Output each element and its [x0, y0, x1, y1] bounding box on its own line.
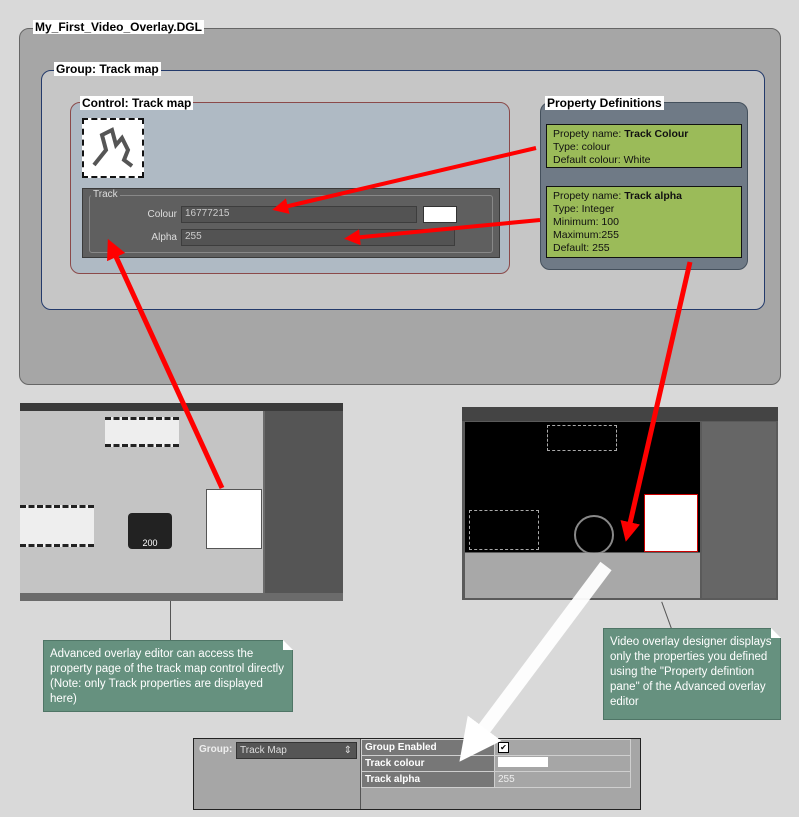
group-label: Group:	[199, 744, 233, 755]
video-camera-thumbnail	[20, 505, 94, 547]
speedometer-thumbnail	[574, 515, 614, 555]
table-row: Track colour	[361, 755, 631, 772]
track-colour-swatch[interactable]	[494, 755, 631, 772]
property-name: Group Enabled	[361, 739, 495, 756]
name-prefix: Propety name:	[553, 128, 625, 140]
group-enabled-checkbox[interactable]: ✔	[494, 739, 631, 756]
alpha-label: Alpha	[151, 232, 177, 243]
track-colour-definition: Propety name: Track Colour Type: colour …	[546, 124, 742, 168]
advanced-editor-screenshot: 200	[20, 403, 343, 601]
updown-icon: ⇕	[343, 745, 352, 756]
name-prefix: Propety name:	[553, 190, 625, 202]
video-designer-screenshot	[462, 407, 778, 600]
callout-line	[661, 601, 672, 629]
property-type: Type: colour	[553, 141, 611, 153]
advanced-editor-note: Advanced overlay editor can access the p…	[43, 640, 293, 712]
property-maximum: Maximum:255	[553, 229, 619, 241]
colour-label: Colour	[147, 209, 177, 220]
fieldset-label: Track	[91, 189, 120, 200]
table-row: Group Enabled✔	[361, 739, 631, 756]
track-map-thumbnail	[82, 118, 144, 178]
callout-line	[170, 601, 171, 641]
track-map-thumbnail	[644, 494, 698, 552]
video-camera-thumbnail	[105, 417, 179, 447]
track-map-thumbnail	[206, 489, 262, 549]
property-default: Default colour: White	[553, 154, 651, 166]
property-definitions-title: Property Definitions	[545, 96, 664, 110]
file-title: My_First_Video_Overlay.DGL	[33, 20, 204, 34]
property-default: Default: 255	[553, 242, 610, 254]
group-select[interactable]: Track Map ⇕	[236, 742, 357, 759]
alpha-input[interactable]: 255	[181, 229, 455, 246]
property-name: Track alpha	[361, 771, 495, 788]
property-name: Track colour	[361, 755, 495, 772]
control-title: Control: Track map	[80, 96, 194, 110]
property-type: Type: Integer	[553, 203, 615, 215]
track-map-icon	[92, 127, 134, 168]
colour-input[interactable]: 16777215	[181, 206, 417, 223]
group-select-value: Track Map	[240, 745, 287, 756]
track-alpha-value[interactable]: 255	[494, 771, 631, 788]
designer-note: Video overlay designer displays only the…	[603, 628, 781, 720]
speedometer-thumbnail: 200	[128, 513, 172, 549]
designer-property-panel: Group: Track Map ⇕ Group Enabled✔ Track …	[193, 738, 641, 810]
group-title: Group: Track map	[54, 62, 161, 76]
colour-swatch[interactable]	[423, 206, 457, 223]
property-name: Track Colour	[624, 128, 689, 140]
track-alpha-definition: Propety name: Track alpha Type: Integer …	[546, 186, 742, 258]
track-fieldset: Track Colour 16777215 Alpha 255	[82, 188, 500, 258]
property-name: Track alpha	[624, 190, 682, 202]
property-minimum: Minimum: 100	[553, 216, 619, 228]
